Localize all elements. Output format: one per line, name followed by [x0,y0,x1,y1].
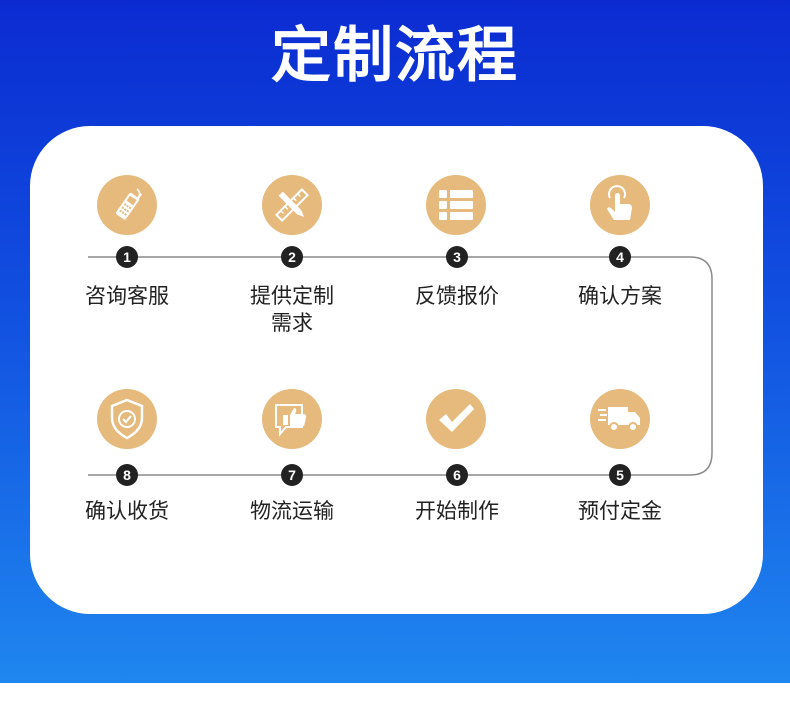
step-5-icon-circle [590,389,650,449]
step-6-label: 开始制作 [415,499,499,523]
step-7-label: 物流运输 [250,499,334,523]
list-icon [439,190,473,220]
step-6-icon-circle [426,389,486,449]
step-8-number: 8 [116,464,138,486]
pencil-ruler-icon [275,188,309,222]
step-6-number: 6 [446,464,468,486]
step-7-number: 7 [281,464,303,486]
step-4-number: 4 [609,246,631,268]
step-2-label: 提供定制 需求 [250,284,334,335]
step-8-label: 确认收货 [85,499,169,523]
checkmark-icon [439,404,474,432]
step-4-icon-circle [590,175,650,235]
step-3-icon-circle [426,175,486,235]
page-title: 定制流程 [271,21,519,91]
step-1-icon-circle [97,175,157,235]
step-2-number: 2 [281,246,303,268]
shield-check-icon [110,398,144,440]
step-1-label: 咨询客服 [85,284,169,308]
phone-icon [115,188,142,220]
step-3-label: 反馈报价 [415,284,499,308]
step-1-number: 1 [116,246,138,268]
step-4-label: 确认方案 [578,284,662,308]
step-2-icon-circle [262,175,322,235]
step-8-icon-circle [97,389,157,449]
tap-hand-icon [607,185,632,220]
step-5-number: 5 [609,464,631,486]
thumbs-up-icon [275,404,307,437]
step-3-number: 3 [446,246,468,268]
step-7-icon-circle [262,389,322,449]
delivery-truck-icon [598,407,640,432]
step-5-label: 预付定金 [578,499,662,523]
